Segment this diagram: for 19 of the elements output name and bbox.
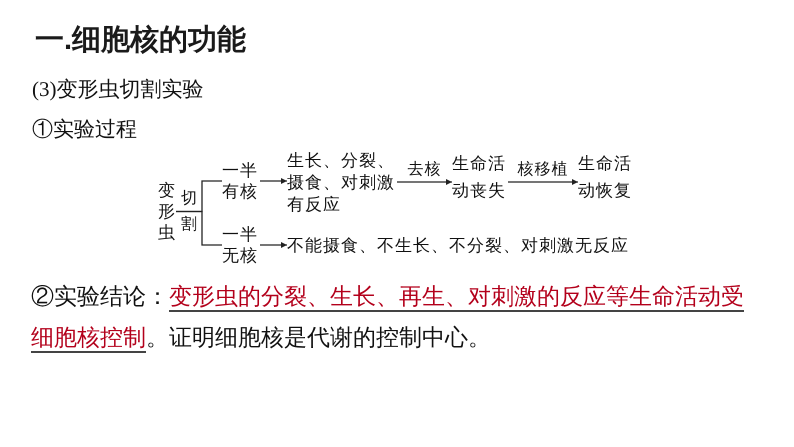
node-text: 一半有核	[222, 160, 260, 202]
edge-label: 切割	[181, 188, 197, 234]
slide-title: 一.细胞核的功能	[35, 23, 246, 58]
arrow	[260, 178, 287, 184]
arrow	[397, 179, 452, 185]
arrow	[508, 179, 578, 185]
arrow	[260, 242, 287, 248]
subheading: ①实验过程	[32, 116, 137, 143]
bracket-line	[176, 210, 222, 246]
node-text: 不能摄食、不生长、不分裂、对刺激无反应	[287, 235, 629, 257]
node-text: 生长、分裂、摄食、对刺激有反应	[287, 150, 397, 216]
edge-label: 核移植	[516, 161, 570, 179]
edge-label: 去核	[406, 161, 442, 179]
node-text: 一半无核	[222, 224, 260, 266]
conclusion-text: ②实验结论：变形虫的分裂、生长、再生、对刺激的反应等生命活动受细胞核控制。证明细胞核是代谢的控制中心。	[31, 282, 745, 352]
node-text: 生命活动恢复	[578, 150, 634, 204]
node-text: 生命活动丧失	[452, 150, 508, 204]
node-text: 变形虫	[158, 180, 176, 243]
section-heading: (3)变形虫切割实验	[32, 76, 204, 103]
